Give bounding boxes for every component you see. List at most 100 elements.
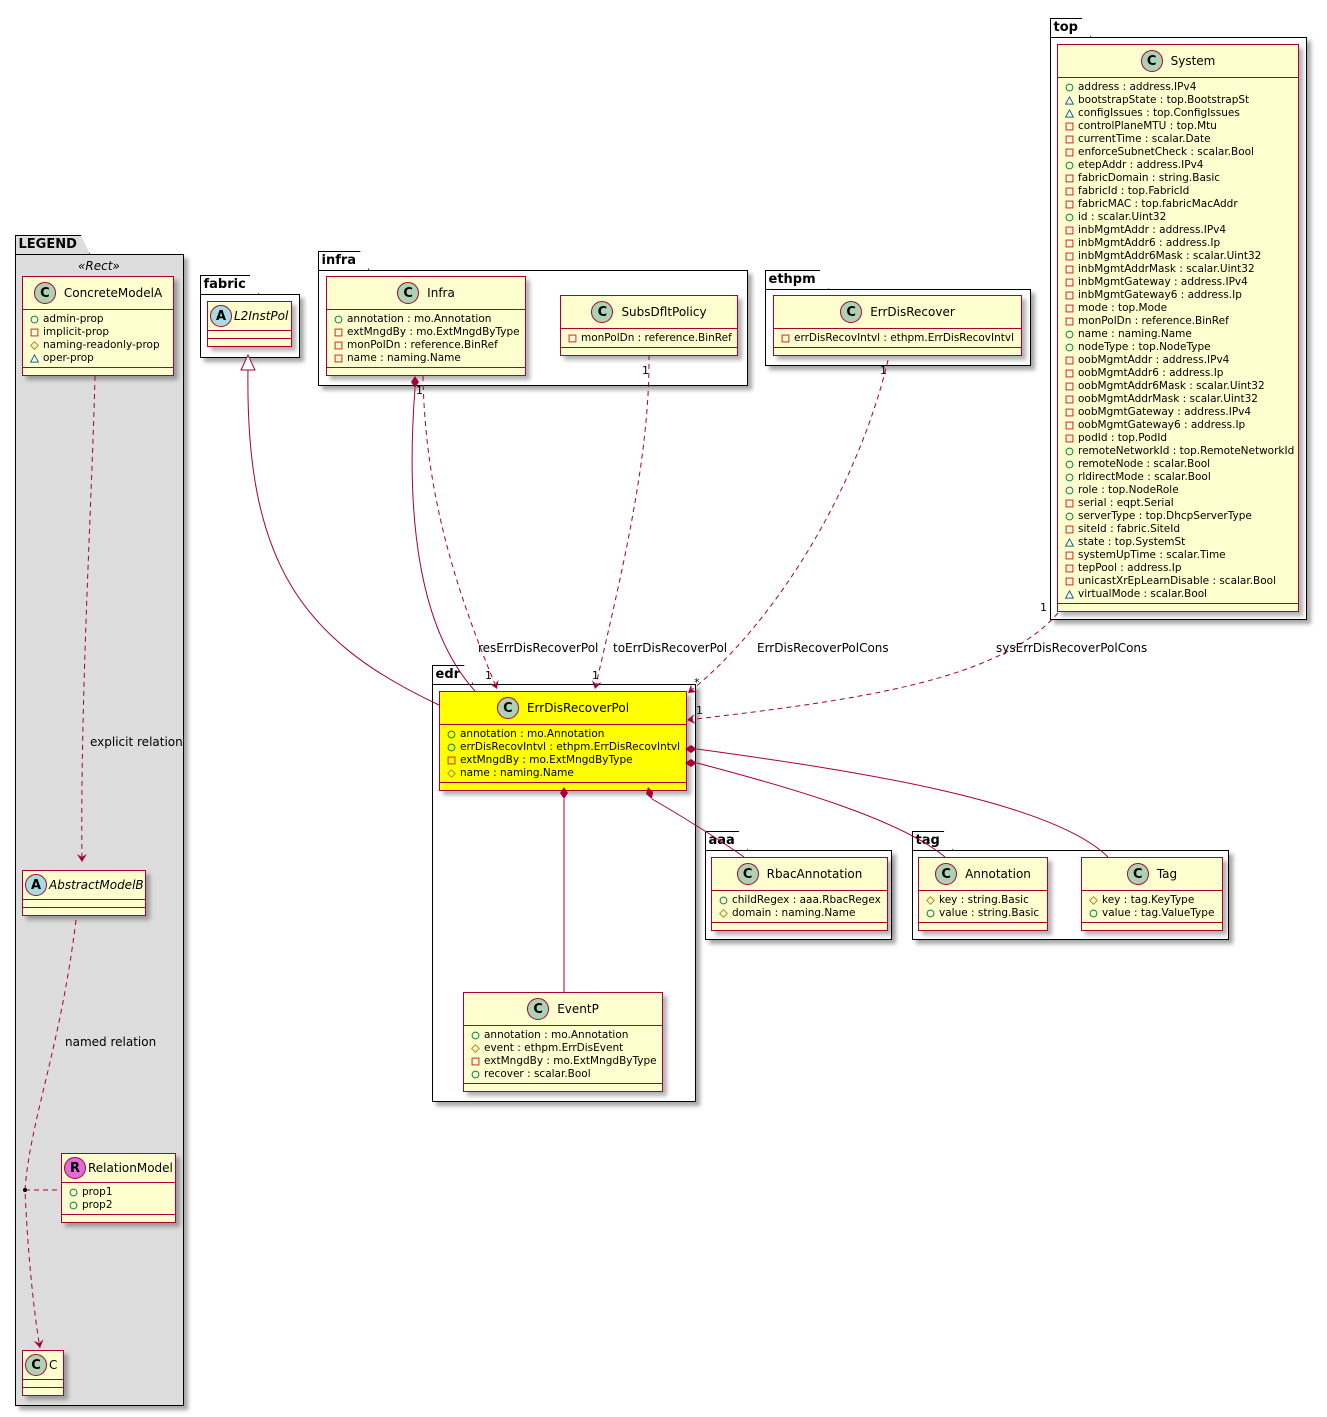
public-visibility-icon <box>1064 343 1074 353</box>
attribute-row: oper-prop <box>29 352 167 365</box>
protected-visibility-icon <box>29 341 39 351</box>
attribute-text: role : top.NodeRole <box>1078 484 1179 496</box>
private-visibility-icon <box>1064 421 1074 431</box>
attribute-text: serial : eqpt.Serial <box>1078 497 1174 509</box>
attribute-text: annotation : mo.Annotation <box>484 1029 629 1041</box>
operation-list <box>23 908 145 915</box>
attribute-row: annotation : mo.Annotation <box>446 728 680 741</box>
package-tab: aaa <box>705 831 748 850</box>
class-name: ConcreteModelA <box>63 286 163 300</box>
attribute-text: unicastXrEpLearnDisable : scalar.Bool <box>1078 575 1277 587</box>
attribute-text: event : ethpm.ErrDisEvent <box>484 1042 624 1054</box>
attribute-row: unicastXrEpLearnDisable : scalar.Bool <box>1064 575 1292 588</box>
private-visibility-icon <box>1064 291 1074 301</box>
attribute-text: fabricMAC : top.fabricMacAddr <box>1078 198 1238 210</box>
mult-to-target: 1 <box>592 669 599 682</box>
operation-list <box>464 1084 662 1091</box>
attribute-text: serverType : top.DhcpServerType <box>1078 510 1252 522</box>
attribute-row: prop2 <box>68 1199 169 1212</box>
package-tab: edr <box>432 665 474 684</box>
attribute-text: domain : naming.Name <box>732 907 856 919</box>
attribute-list: errDisRecovIntvl : ethpm.ErrDisRecovIntv… <box>774 329 1021 348</box>
private-visibility-icon <box>1064 395 1074 405</box>
package-tab: top <box>1050 18 1091 37</box>
abstract-badge-icon: A <box>25 874 47 896</box>
attribute-text: value : tag.ValueType <box>1102 907 1215 919</box>
class-name: ErrDisRecover <box>870 305 955 319</box>
class-badge-icon: C <box>1126 863 1149 885</box>
class-name: AbstractModelB <box>49 878 144 892</box>
mult-infra-comp: 1 <box>416 384 423 397</box>
mult-ethpm-source: 1 <box>880 364 887 377</box>
package-visibility-icon <box>29 354 39 364</box>
attribute-list: monPolDn : reference.BinRef <box>561 329 737 348</box>
operation-list <box>440 783 686 790</box>
public-visibility-icon <box>470 1070 480 1080</box>
private-visibility-icon <box>1064 304 1074 314</box>
attribute-row: remoteNetworkId : top.RemoteNetworkId <box>1064 445 1294 458</box>
attribute-row: serial : eqpt.Serial <box>1064 497 1292 510</box>
attribute-row: oobMgmtAddrMask : scalar.Uint32 <box>1064 393 1292 406</box>
private-visibility-icon <box>1064 239 1074 249</box>
protected-visibility-icon <box>470 1044 480 1054</box>
private-visibility-icon <box>1064 265 1074 275</box>
public-visibility-icon <box>446 743 456 753</box>
label-res-err-dis-recover-pol: resErrDisRecoverPol <box>478 641 599 655</box>
package-tab: tag <box>912 831 953 850</box>
public-visibility-icon <box>446 730 456 740</box>
relation-badge-icon: R <box>64 1157 86 1179</box>
public-visibility-icon <box>1064 161 1074 171</box>
mult-res-target: 1 <box>485 669 492 682</box>
attribute-row: controlPlaneMTU : top.Mtu <box>1064 120 1292 133</box>
attribute-text: prop2 <box>82 1199 113 1211</box>
attribute-text: key : tag.KeyType <box>1102 894 1195 906</box>
class-name: System <box>1170 54 1216 68</box>
package-visibility-icon <box>1064 590 1074 600</box>
attribute-text: remoteNode : scalar.Bool <box>1078 458 1211 470</box>
attribute-text: monPolDn : reference.BinRef <box>1078 315 1229 327</box>
attribute-text: extMngdBy : mo.ExtMngdByType <box>460 754 633 766</box>
private-visibility-icon <box>1064 369 1074 379</box>
attribute-text: childRegex : aaa.RbacRegex <box>732 894 881 906</box>
public-visibility-icon <box>1064 460 1074 470</box>
attribute-row: key : tag.KeyType <box>1088 894 1216 907</box>
attribute-text: fabricDomain : string.Basic <box>1078 172 1221 184</box>
attribute-row: fabricMAC : top.fabricMacAddr <box>1064 198 1292 211</box>
private-visibility-icon <box>1064 278 1074 288</box>
attribute-text: oobMgmtGateway : address.IPv4 <box>1078 406 1252 418</box>
package-tab: fabric <box>200 275 259 294</box>
private-visibility-icon <box>1064 226 1074 236</box>
attribute-text: errDisRecovIntvl : ethpm.ErrDisRecovIntv… <box>794 332 1015 344</box>
attribute-row: configIssues : top.ConfigIssues <box>1064 107 1292 120</box>
attribute-text: systemUpTime : scalar.Time <box>1078 549 1226 561</box>
attribute-text: annotation : mo.Annotation <box>347 313 492 325</box>
attribute-row: inbMgmtAddr6Mask : scalar.Uint32 <box>1064 250 1292 263</box>
private-visibility-icon <box>333 354 343 364</box>
link-composition-tag <box>696 748 1109 858</box>
attribute-row: naming-readonly-prop <box>29 339 167 352</box>
attribute-row: oobMgmtAddr6Mask : scalar.Uint32 <box>1064 380 1292 393</box>
operation-list <box>327 368 525 375</box>
operation-list <box>23 368 173 375</box>
private-visibility-icon <box>1064 200 1074 210</box>
